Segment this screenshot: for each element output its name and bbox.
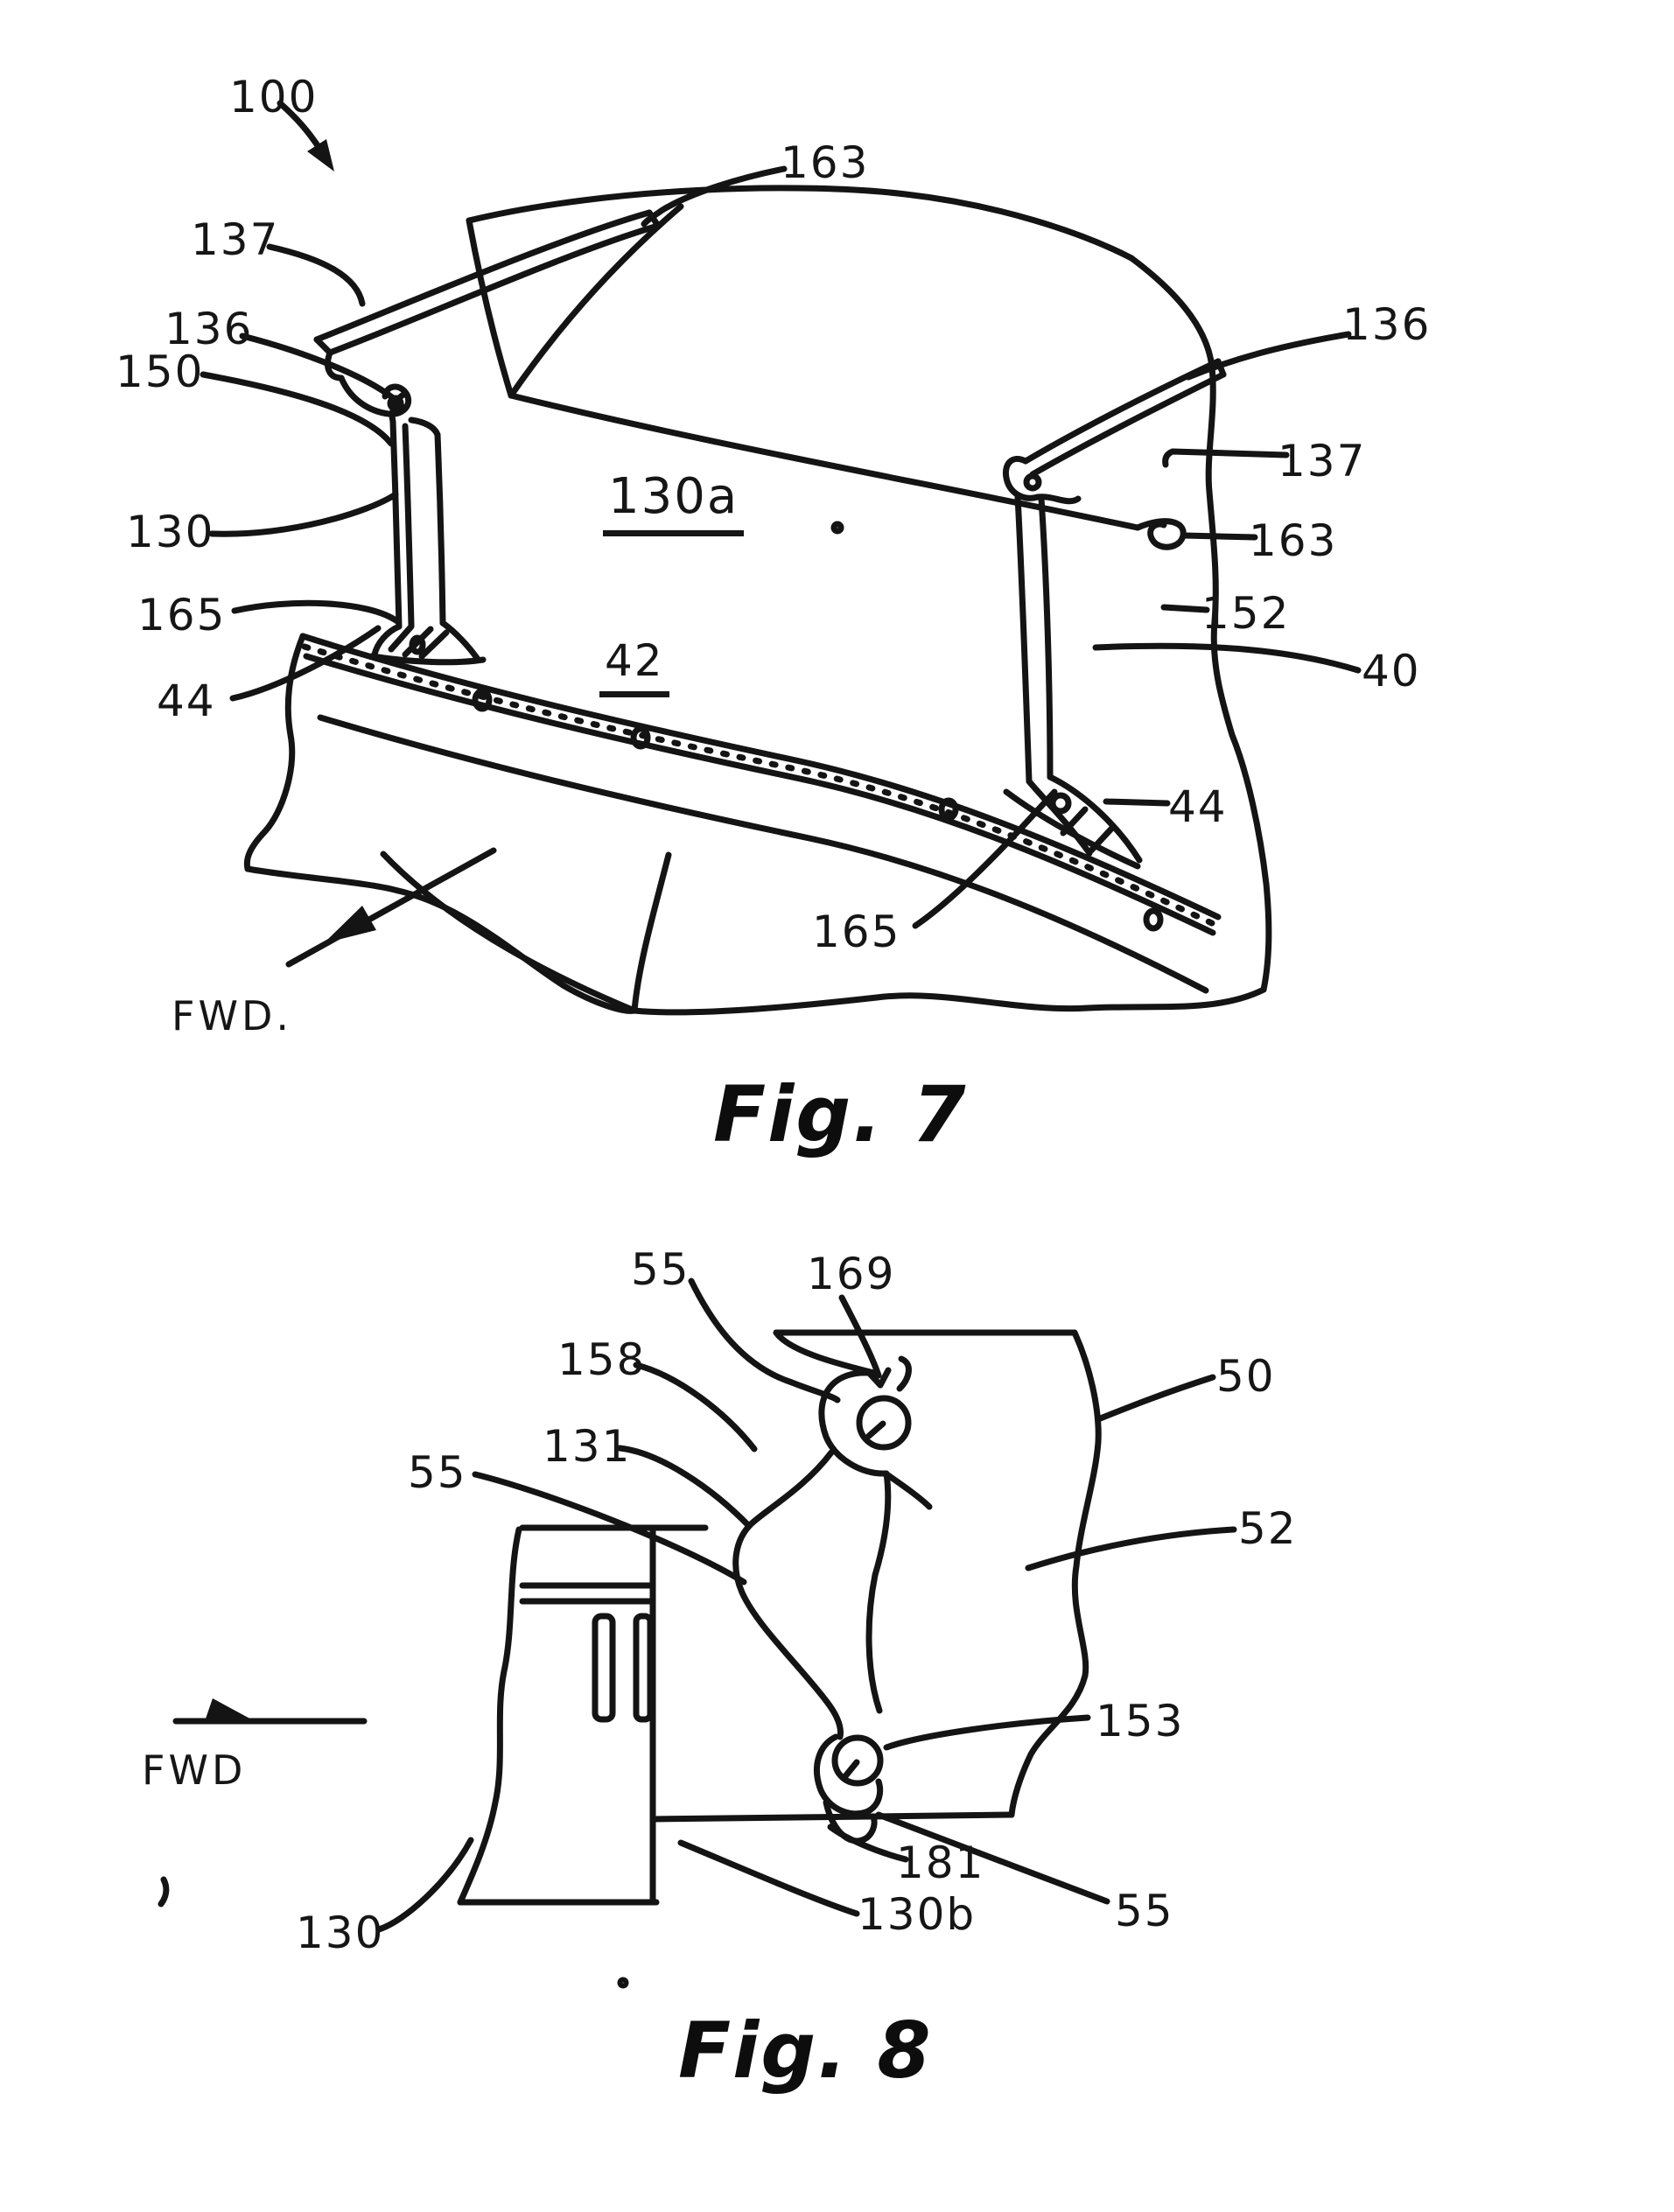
leader-153 — [883, 1714, 1091, 1751]
ref-label-181: 181 — [896, 1838, 985, 1888]
fwd-arrow — [172, 1698, 368, 1725]
leader-130b — [677, 1839, 860, 1917]
leader-lines-fig7 — [200, 165, 1362, 929]
leader-131 — [616, 1445, 753, 1530]
leader-40 — [1092, 642, 1362, 674]
leader-55-top — [688, 1278, 841, 1404]
pivot-pin-upper-55-169 — [856, 1395, 912, 1451]
rail-42 — [299, 633, 1222, 994]
bracket-150-left — [389, 390, 446, 630]
leader-lines-fig8 — [375, 1278, 1237, 1933]
ref-label-130: 130 — [126, 507, 215, 557]
ref-arrow-100 — [277, 100, 334, 172]
ref-label-42: 42 — [599, 635, 669, 697]
leader-136-right — [1185, 331, 1352, 381]
ref-label-163-right: 163 — [1249, 515, 1338, 566]
leader-152 — [1160, 604, 1210, 613]
ref-label-158: 158 — [557, 1334, 647, 1385]
ref-label-131: 131 — [543, 1421, 632, 1472]
ref-label-52: 52 — [1238, 1503, 1298, 1554]
leader-181 — [827, 1824, 909, 1863]
leader-150 — [200, 371, 395, 447]
leader-163-top — [641, 165, 788, 228]
fwd-label-fig7: FWD. — [172, 992, 292, 1040]
ref-label-150: 150 — [116, 346, 205, 397]
leader-130 — [208, 491, 399, 537]
leader-165-left — [231, 599, 401, 625]
foot-44-right — [1003, 774, 1143, 870]
ref-label-100: 100 — [229, 72, 319, 122]
foot-44-left — [368, 620, 487, 666]
ref-label-169: 169 — [807, 1249, 896, 1299]
leader-50 — [1095, 1374, 1216, 1423]
ref-label-130-fig8: 130 — [296, 1908, 385, 1958]
ref-label-137-left: 137 — [191, 214, 280, 265]
leader-165-bottom — [912, 810, 1038, 929]
ref-label-130b: 130b — [858, 1889, 977, 1940]
ref-label-137-right: 137 — [1278, 436, 1367, 486]
top-sheet-137-right — [1022, 358, 1227, 478]
leader-169-tick — [866, 1367, 892, 1389]
leader-55-mid — [472, 1471, 747, 1586]
panel-130a — [466, 185, 1187, 550]
stray-mark — [158, 1876, 629, 1989]
link-131 — [732, 1369, 892, 1844]
leader-44-left — [229, 625, 382, 702]
leader-136-left — [239, 332, 406, 410]
torn-structure-50-52 — [773, 1329, 1102, 1818]
ref-label-50: 50 — [1216, 1351, 1276, 1402]
figure7-drawing — [200, 100, 1362, 1016]
ref-label-165-bottom: 165 — [812, 906, 901, 957]
leader-130 — [375, 1837, 474, 1933]
leader-137-right — [1162, 448, 1290, 468]
pivot-pin-lower-55-153 — [831, 1734, 884, 1787]
figure8-caption: Fig. 8 — [678, 2006, 933, 2096]
fwd-label-fig8: FWD — [142, 1746, 247, 1794]
leader-44-right — [1103, 798, 1171, 807]
ref-label-163-top: 163 — [781, 137, 870, 188]
ref-label-55-top: 55 — [631, 1244, 690, 1295]
ref-label-153: 153 — [1096, 1696, 1185, 1746]
ref-label-152: 152 — [1201, 588, 1291, 639]
leader-169 — [838, 1294, 882, 1379]
body-130 — [457, 1524, 1015, 1906]
ref-label-130a: 130a — [603, 468, 745, 536]
leader-137-left — [266, 243, 366, 307]
ref-label-40: 40 — [1362, 646, 1421, 696]
ref-label-44-right: 44 — [1168, 781, 1228, 832]
ref-label-165-left: 165 — [137, 590, 227, 640]
ref-label-55-mid: 55 — [408, 1447, 467, 1498]
ref-label-136-left: 136 — [165, 304, 254, 354]
ref-label-55-bottom: 55 — [1115, 1886, 1174, 1936]
ref-label-136-right: 136 — [1342, 299, 1432, 350]
leader-163-right — [1181, 532, 1258, 541]
strut-152 — [1014, 494, 1054, 785]
figure8-drawing — [158, 1278, 1237, 1989]
leader-158 — [633, 1362, 758, 1452]
fwd-arrow — [285, 847, 497, 968]
leader-55-bottom — [875, 1811, 1110, 1905]
figure7-caption: Fig. 7 — [713, 1069, 968, 1159]
leader-52 — [1025, 1526, 1237, 1572]
ref-label-44-left: 44 — [157, 676, 216, 726]
